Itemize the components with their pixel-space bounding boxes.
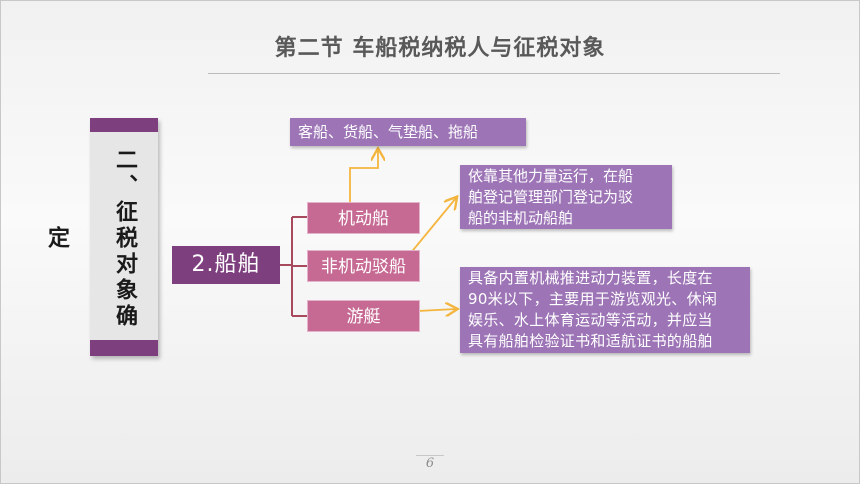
page-number-rule (416, 455, 444, 456)
branch-motor-ship: 机动船 (307, 202, 420, 234)
info-motor-ship-types: 客船、货船、气垫船、拖船 (290, 118, 526, 146)
info-line: 舶登记管理部门登记为驳 (468, 188, 634, 206)
branch-yacht: 游艇 (307, 300, 420, 332)
info-yacht: 具备内置机械推进动力装置，长度在 90米以下，主要用于游览观光、休闲 娱乐、水上… (460, 267, 750, 353)
info-non-motor-barge: 依靠其他力量运行，在船 舶登记管理部门登记为驳 船的非机动船舶 (460, 165, 672, 229)
side-panel-top-bar (90, 118, 158, 132)
info-line: 具有船舶检验证书和适航证书的船舶 (468, 332, 713, 350)
side-panel-bottom-bar (90, 340, 158, 356)
section-label: 二、征税对象确定 (44, 148, 137, 330)
info-line: 船的非机动船舶 (468, 209, 574, 227)
info-line: 娱乐、水上体育运动等活动，并应当 (468, 311, 713, 329)
title-divider (208, 73, 780, 74)
section-side-panel: 二、征税对象确定 (44, 118, 158, 356)
main-node-ship: 2.船舶 (172, 246, 280, 284)
info-line: 依靠其他力量运行，在船 (468, 167, 634, 185)
page-number: 6 (425, 456, 435, 471)
branch-non-motor-barge: 非机动驳船 (307, 250, 420, 282)
info-line: 90米以下，主要用于游览观光、休闲 (468, 290, 718, 308)
info-line: 具备内置机械推进动力装置，长度在 (468, 269, 713, 287)
slide-title: 第二节 车船税纳税人与征税对象 (274, 36, 606, 61)
